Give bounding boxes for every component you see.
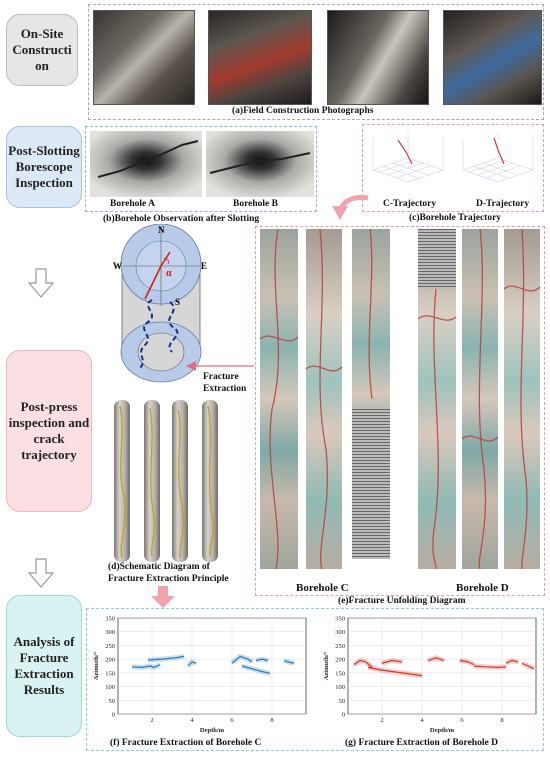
borehole-d-label: Borehole D	[456, 582, 509, 594]
y-axis-label: Azimuth/°	[93, 651, 100, 680]
south-label: S	[175, 297, 180, 307]
series-line	[231, 655, 253, 664]
borehole-c-label: Borehole C	[296, 582, 349, 594]
y-tick-label: 250	[105, 643, 115, 650]
y-tick-label: 200	[335, 657, 345, 664]
extracted-cores	[114, 400, 218, 562]
y-tick-label: 350	[335, 616, 345, 623]
borehole-a-label: Borehole A	[110, 199, 155, 209]
x-tick-label: 4	[420, 717, 424, 724]
series-line	[147, 655, 185, 661]
y-tick-label: 0	[112, 712, 115, 719]
construction-photo	[208, 10, 312, 105]
series-line	[505, 659, 519, 664]
y-tick-label: 250	[335, 643, 345, 650]
stage-label: On-Site Constructi on	[12, 26, 72, 73]
borehole-b-label: Borehole B	[233, 199, 278, 209]
x-axis-label: Depth/m	[200, 727, 225, 734]
down-arrow-icon	[28, 558, 54, 588]
x-tick-label: 6	[230, 717, 234, 724]
caption-a: (a)Field Construction Photographs	[232, 106, 374, 116]
series-line	[241, 665, 271, 674]
series-line	[521, 662, 535, 670]
x-tick-label: 8	[270, 717, 273, 724]
x-tick-label: 4	[190, 717, 194, 724]
fracture-label: Fracture	[203, 372, 239, 382]
stage-label: Post-press inspection and crack trajecto…	[8, 399, 90, 462]
borehole-trajectory-panel	[362, 124, 544, 212]
stage-post-press-inspection: Post-press inspection and crack trajecto…	[6, 350, 92, 512]
y-axis-label: Azimuth/°	[323, 651, 330, 680]
stage-analysis-results: Analysis of Fracture Extraction Results	[6, 595, 82, 737]
down-arrow-icon	[28, 268, 54, 298]
caption-g: (g) Fracture Extraction of Borehole D	[345, 738, 498, 748]
series-line	[283, 659, 295, 664]
plot-area	[347, 617, 537, 715]
series-line	[473, 665, 507, 668]
series-line	[131, 664, 161, 668]
y-tick-label: 0	[342, 712, 345, 719]
d-trajectory-plot	[462, 132, 534, 183]
borescope-image-b	[206, 131, 314, 197]
curved-arrow-icon	[332, 195, 369, 220]
caption-d-line1: (d)Schematic Diagram of	[108, 562, 210, 572]
series-line	[367, 666, 423, 677]
construction-photo	[93, 10, 195, 105]
x-axis-label: Depth/m	[430, 727, 455, 734]
fracture-unfolding-panel	[255, 226, 545, 596]
y-tick-label: 50	[109, 698, 116, 705]
y-tick-label: 300	[105, 629, 115, 636]
borescope-image-a	[90, 131, 202, 197]
fracture-schematic: N E W S α	[113, 224, 207, 383]
extraction-label: Extraction	[203, 384, 247, 394]
caption-e: (e)Fracture Unfolding Diagram	[338, 596, 466, 606]
unfolding-images	[259, 229, 541, 570]
x-tick-label: 6	[460, 717, 464, 724]
down-arrow-icon	[151, 586, 175, 608]
construction-photo	[443, 10, 542, 105]
series-line	[427, 657, 445, 662]
y-tick-label: 350	[105, 616, 115, 623]
north-label: N	[158, 225, 165, 235]
east-label: E	[201, 261, 207, 271]
series-line	[187, 661, 197, 667]
x-tick-label: 8	[500, 717, 503, 724]
x-tick-label: 2	[380, 717, 383, 724]
series-line	[381, 659, 403, 664]
west-label: W	[113, 261, 122, 271]
construction-photo	[327, 10, 429, 105]
series-line	[459, 659, 475, 666]
analysis-panel	[86, 608, 544, 751]
d-trajectory-label: D-Trajectory	[476, 199, 530, 209]
stage-borescope-inspection: Post-Slotting Borescope Inspection	[6, 126, 82, 208]
borehole-observation-panel	[85, 126, 317, 212]
y-tick-label: 150	[335, 670, 345, 677]
stage-label: Analysis of Fracture Extraction Results	[13, 634, 75, 697]
y-tick-label: 150	[105, 670, 115, 677]
caption-f: (f) Fracture Extraction of Borehole C	[110, 738, 262, 748]
y-tick-label: 50	[339, 698, 346, 705]
y-tick-label: 300	[335, 629, 345, 636]
alpha-label: α	[166, 268, 172, 279]
y-tick-label: 100	[335, 684, 345, 691]
c-trajectory-plot	[372, 132, 444, 183]
stage-label: Post-Slotting Borescope Inspection	[8, 143, 80, 190]
series-line	[353, 659, 373, 668]
caption-c: (c)Borehole Trajectory	[409, 213, 502, 223]
caption-d-line2: Fracture Extraction Principle	[108, 574, 229, 584]
c-trajectory-label: C-Trajectory	[383, 199, 437, 209]
x-tick-label: 2	[150, 717, 153, 724]
y-tick-label: 100	[105, 684, 115, 691]
stage-on-site-construction: On-Site Constructi on	[6, 14, 78, 86]
field-photos-panel	[88, 4, 544, 120]
series-line	[255, 658, 269, 662]
y-tick-label: 200	[105, 657, 115, 664]
caption-b: (b)Borehole Observation after Slotting	[103, 214, 260, 224]
arrow-left-icon	[186, 361, 254, 371]
